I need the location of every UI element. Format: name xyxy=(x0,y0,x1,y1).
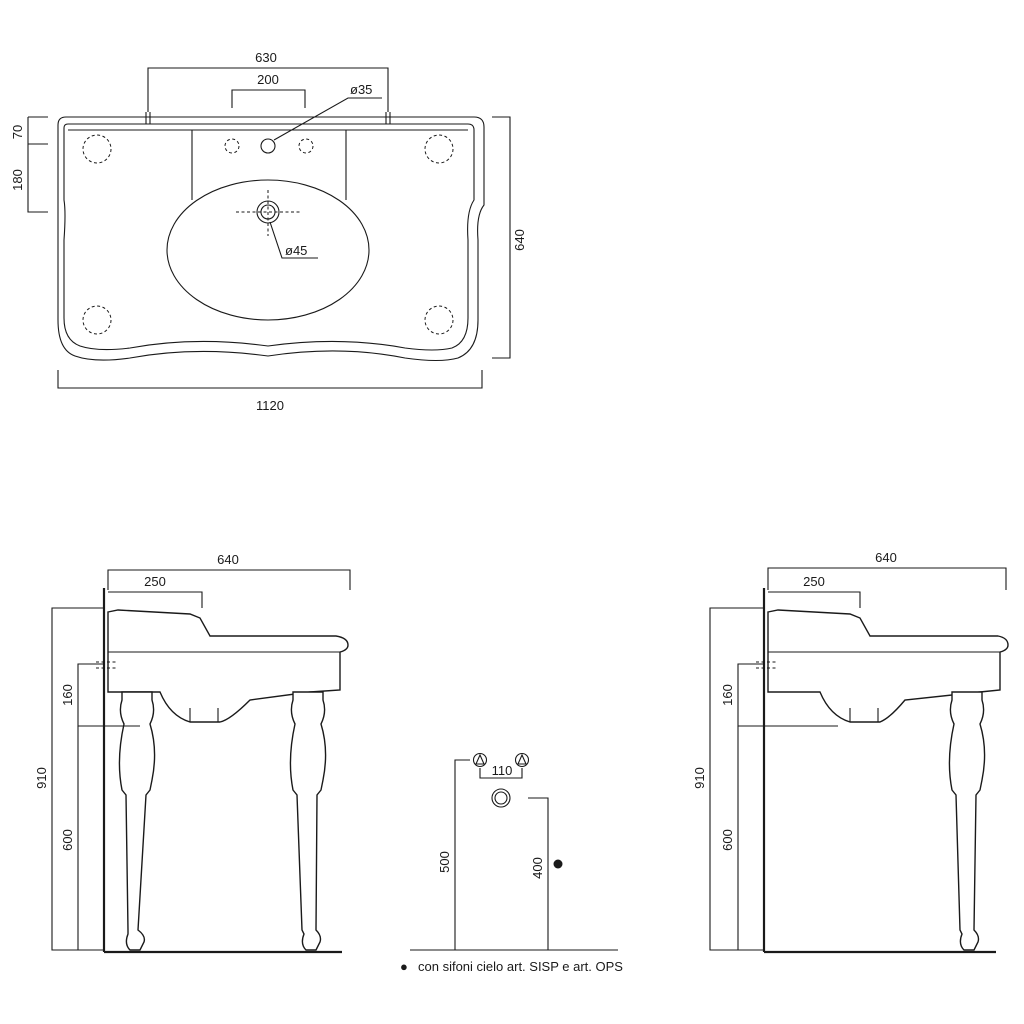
dim-250-line xyxy=(108,591,203,608)
dim-400-label: 400 xyxy=(530,857,545,879)
leg xyxy=(948,691,986,951)
wall-fixing xyxy=(756,661,778,669)
side-view-right: 640 250 910 160 600 xyxy=(692,550,1009,954)
supply-right-icon xyxy=(514,752,530,768)
dim-1120-label: 1120 xyxy=(256,398,284,413)
dim-70-label: 70 xyxy=(10,125,25,139)
waste-outlet-icon xyxy=(491,788,511,808)
dim-250-label: 250 xyxy=(144,574,166,589)
leg-left xyxy=(118,691,156,951)
dim-250-line xyxy=(768,591,861,608)
dim-640-line xyxy=(492,116,511,359)
fixing-marks xyxy=(145,112,391,124)
waste-outlet xyxy=(189,708,219,723)
dim-640-line xyxy=(767,567,1007,590)
footnote-bullet: ● xyxy=(400,959,408,974)
dim-180-label: 180 xyxy=(10,169,25,191)
dim-400-line xyxy=(528,797,549,950)
dim-600-label: 600 xyxy=(720,829,735,851)
dim-910-label: 910 xyxy=(34,767,49,789)
leg-position-front-left xyxy=(82,305,112,335)
dim-630-line xyxy=(147,67,389,112)
dim-640-label: 640 xyxy=(875,550,897,565)
dim-910-line xyxy=(709,607,764,951)
dim-200-line xyxy=(231,89,306,108)
dim-160-label: 160 xyxy=(720,684,735,706)
leg-position-front-right xyxy=(424,305,454,335)
tap-hole-right xyxy=(298,138,314,154)
basin-profile xyxy=(767,609,1009,723)
dim-o35-leader xyxy=(273,97,382,141)
basin-profile xyxy=(107,609,349,723)
side-view-left: 640 250 910 160 600 xyxy=(34,552,351,954)
dim-110-label: 110 xyxy=(492,763,513,778)
dim-500-line xyxy=(454,759,470,950)
tap-hole-center xyxy=(260,138,276,154)
dim-630-label: 630 xyxy=(255,50,277,65)
dim-o45-leader xyxy=(269,221,318,259)
tap-hole-left xyxy=(224,138,240,154)
basin-outline xyxy=(57,116,485,362)
leg-position-back-left xyxy=(82,134,112,164)
dim-200-label: 200 xyxy=(257,72,279,87)
wall-fixing xyxy=(96,661,118,669)
top-view: 630 200 ø35 ø45 70 180 640 1120 xyxy=(10,50,527,413)
supply-left-icon xyxy=(472,752,488,768)
basin-inner-outline xyxy=(63,123,475,351)
waste-outlet xyxy=(849,708,879,723)
dim-910-label: 910 xyxy=(692,767,707,789)
dim-160-line xyxy=(737,663,838,727)
supply-valve-marks xyxy=(475,753,527,765)
dim-160-label: 160 xyxy=(60,684,75,706)
dim-160-line xyxy=(77,663,140,727)
note-bullet-marker xyxy=(553,859,563,869)
leg-right xyxy=(289,691,327,951)
dim-1120-line xyxy=(57,370,483,389)
dim-500-label: 500 xyxy=(437,851,452,873)
footnote-text: con sifoni cielo art. SISP e art. OPS xyxy=(418,959,623,974)
plumbing-detail: 110 500 400 ● con sifoni cielo art. SISP… xyxy=(400,752,623,974)
dim-110-line xyxy=(479,768,523,779)
dim-640-label: 640 xyxy=(512,229,527,251)
waste-outlet-inner xyxy=(494,791,508,805)
dim-250-label: 250 xyxy=(803,574,825,589)
dim-640-label: 640 xyxy=(217,552,239,567)
bowl-outline xyxy=(166,179,370,321)
leg-position-back-right xyxy=(424,134,454,164)
dim-600-label: 600 xyxy=(60,829,75,851)
dim-70-180-line xyxy=(27,116,48,213)
dim-o45-label: ø45 xyxy=(285,243,307,258)
tap-deck xyxy=(191,130,347,200)
dim-640-line xyxy=(107,569,351,590)
dim-o35-label: ø35 xyxy=(350,82,372,97)
